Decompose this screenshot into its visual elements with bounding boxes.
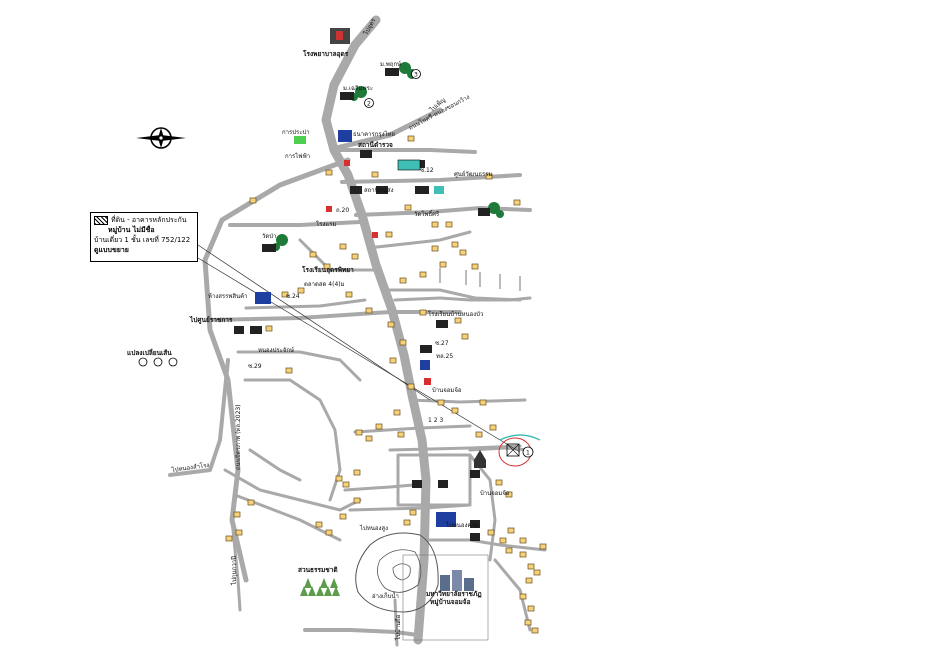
label-electric: การไฟฟ้า bbox=[285, 152, 310, 160]
branch-circles bbox=[138, 357, 178, 367]
label-wat: วัดโพธิ์ศรี bbox=[414, 209, 440, 218]
marker-circle-2 bbox=[364, 98, 374, 108]
pond-area bbox=[355, 532, 439, 613]
road-nongprajak bbox=[236, 350, 362, 382]
road-east-3 bbox=[354, 206, 532, 217]
road-west-2 bbox=[228, 220, 362, 227]
university-building-icon bbox=[440, 570, 474, 591]
road-ne-2 bbox=[393, 296, 472, 302]
label-university2: หมู่บ้านจอมจ้อ bbox=[430, 597, 471, 607]
road-sw-1 bbox=[243, 378, 342, 502]
road-network bbox=[168, 15, 547, 647]
road-block bbox=[396, 453, 472, 507]
label-hwy-25: ทล.25 bbox=[436, 353, 453, 360]
legend-line-2: หมู่บ้าน ไม่มีชื่อ bbox=[108, 226, 155, 234]
label-to-banphue: ไปบ้านผือ bbox=[394, 614, 402, 641]
label-hospital: โรงพยาบาลอุดร bbox=[302, 49, 349, 58]
legend-line-1: ที่ดิน - อาคารหลักประกัน bbox=[111, 216, 187, 224]
tree-icon bbox=[300, 578, 340, 596]
hwy-2023 bbox=[168, 358, 230, 477]
road-south-arc bbox=[303, 628, 420, 637]
flag-icon bbox=[439, 268, 521, 291]
label-hotel: โรงแรม bbox=[316, 220, 336, 228]
label-hwy-2023: ถนนมิตรภาพ (ทล.2023) bbox=[235, 404, 242, 470]
label-supermarket: ห้างสรรพสินค้า bbox=[208, 293, 247, 300]
label-market: ม.พฤกษ์ bbox=[380, 60, 401, 68]
marker-number-3: 3 bbox=[414, 72, 418, 79]
label-nature: สวนธรรมชาติ bbox=[298, 566, 338, 574]
label-jomjo-top: บ้านจอมจ้อ bbox=[432, 387, 462, 394]
label-station: สถานีขนส่ง bbox=[364, 186, 394, 194]
hatch-swatch-icon bbox=[94, 215, 108, 225]
road-sw-2 bbox=[223, 468, 362, 512]
road-se-2 bbox=[493, 558, 532, 632]
compass-rose-icon bbox=[136, 127, 186, 149]
label-water-office: การประปา bbox=[282, 129, 310, 136]
road-east-2 bbox=[340, 173, 522, 184]
label-soi-29: ซ.29 bbox=[248, 363, 262, 370]
label-jomjo-bottom: บ้านจอมจ้อ bbox=[480, 490, 510, 497]
highlight-building-icon bbox=[294, 136, 444, 194]
road-c-2 bbox=[408, 398, 527, 404]
road-sw-4 bbox=[248, 448, 302, 482]
road-far-east bbox=[468, 296, 532, 302]
label-cultural: ศูนย์วัฒนธรรม bbox=[454, 170, 492, 178]
label-school-main: โรงเรียนอุดรพิทยา bbox=[301, 265, 354, 274]
red-marker-icon bbox=[326, 160, 431, 385]
label-circles: 1 2 3 bbox=[428, 417, 443, 424]
road-west-long bbox=[202, 157, 351, 583]
legend-title-row: ที่ดิน - อาคารหลักประกัน bbox=[94, 215, 194, 225]
legend-line-3: บ้านเดี่ยว 1 ชั้น เลขที่ 752/122 bbox=[94, 236, 191, 244]
label-government: ไปศูนย์ราชการ bbox=[189, 315, 233, 325]
government-building-icon bbox=[255, 130, 456, 527]
label-temple-east: วัดป่า bbox=[262, 233, 276, 240]
label-branch-map: แปลงเปลี่ยนเส้น bbox=[127, 347, 172, 357]
road-to-kumphawapi bbox=[230, 518, 242, 612]
university-boundary bbox=[402, 554, 489, 641]
label-university: มหาวิทยาลัยราชภัฏ bbox=[426, 590, 482, 598]
label-pond: อ่างเก็บน้ำ bbox=[372, 590, 399, 600]
main-highway bbox=[321, 15, 431, 645]
label-soi-20: ถ.20 bbox=[336, 207, 349, 214]
road-to-phen bbox=[333, 107, 443, 151]
map-labels: โรงพยาบาลอุดร ไปอุดร ม.พฤกษ์ ม.เฉลิมพระ … bbox=[127, 16, 510, 641]
target-property-marker bbox=[498, 434, 541, 467]
label-school-east: โรงเรียนบ้านหนองบัว bbox=[428, 310, 483, 318]
label-tamnak: ม.เฉลิมพระ bbox=[343, 85, 373, 92]
marker-circle-3 bbox=[411, 69, 421, 79]
road-to-banphue bbox=[393, 598, 399, 647]
label-soi-12: ซ.12 bbox=[420, 167, 434, 174]
label-nongprajak: หนองประจักษ์ bbox=[258, 346, 294, 354]
church-icon bbox=[474, 450, 486, 468]
label-to-nongsung: ไปหนองสูง bbox=[359, 524, 388, 532]
label-market-44: ตลาดสด 4(4)ม bbox=[304, 281, 345, 288]
label-police: สถานีตำรวจ bbox=[358, 141, 393, 149]
label-to-kumphawapi: ไปกุมภวาปี bbox=[230, 556, 238, 586]
road-east-1 bbox=[332, 148, 477, 154]
road-government-2 bbox=[244, 298, 367, 310]
label-soi-27: ซ.27 bbox=[435, 340, 449, 347]
marker-number-2: 2 bbox=[367, 101, 371, 108]
leader-line-2 bbox=[197, 257, 521, 453]
label-nongkhai: ไปหนองคาย bbox=[445, 521, 478, 529]
house-icon bbox=[225, 135, 547, 634]
marker-number-1: 1 bbox=[526, 450, 530, 457]
building-icon bbox=[234, 28, 490, 541]
road-west-3 bbox=[298, 238, 378, 272]
label-bank: ธนาคารกรุงไทย bbox=[353, 130, 395, 138]
road-east-to-525 bbox=[468, 446, 532, 452]
legend-line-4: ดูแบบขยาย bbox=[94, 246, 129, 254]
label-soi-24: ซ.24 bbox=[286, 293, 300, 300]
road-se-1 bbox=[423, 538, 547, 552]
road-east-4 bbox=[366, 230, 472, 250]
collateral-legend: ที่ดิน - อาคารหลักประกัน หมู่บ้าน ไม่มีช… bbox=[90, 212, 198, 262]
road-c-1 bbox=[353, 424, 472, 434]
